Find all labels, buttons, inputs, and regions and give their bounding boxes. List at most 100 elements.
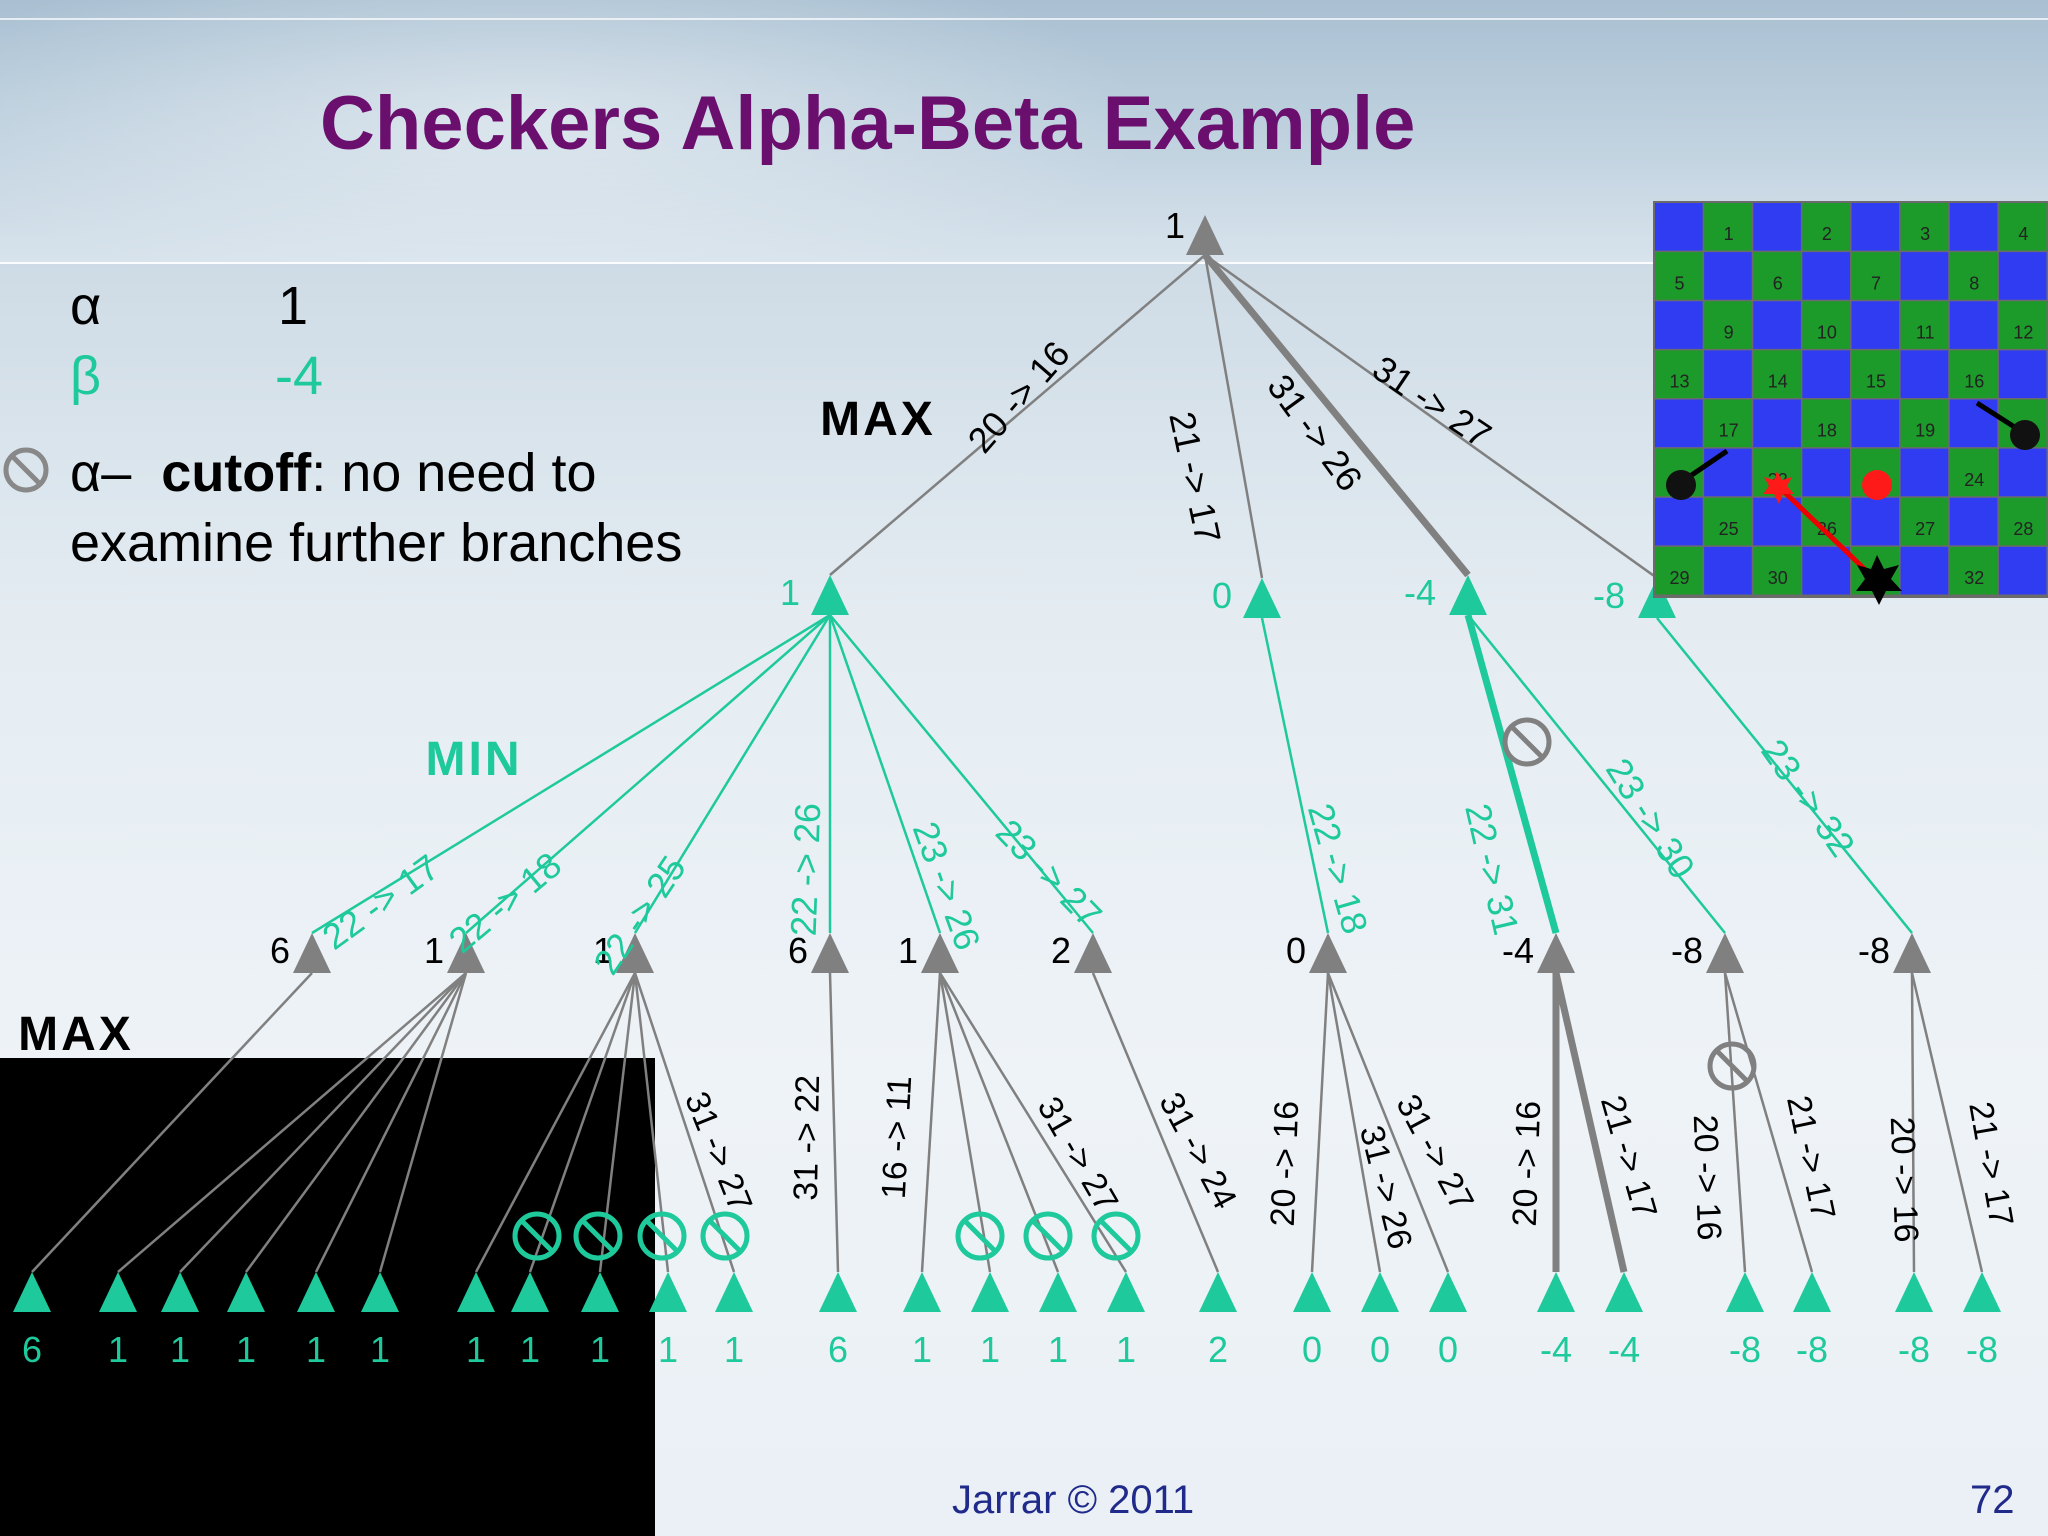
board-square <box>1900 546 1949 595</box>
board-square <box>1753 252 1801 300</box>
min-node-0 <box>811 575 849 615</box>
board-square-label-7: 7 <box>1871 273 1881 293</box>
title-rule <box>0 262 2048 264</box>
leaf-value-21: -4 <box>1608 1329 1640 1370</box>
board-square <box>1655 301 1703 349</box>
red-star-22 <box>1763 471 1794 504</box>
min-max-edge-label-3: 22 -> 26 <box>783 802 829 936</box>
board-square <box>1851 497 1900 546</box>
min-node-value-2: -4 <box>1404 572 1436 613</box>
edge-min-max-6 <box>1260 617 1330 934</box>
slide-title: Checkers Alpha-Beta Example <box>320 81 1416 166</box>
leaf-node-10 <box>715 1272 753 1312</box>
max-node-5 <box>1074 933 1112 973</box>
leaf-value-15: 1 <box>1116 1329 1136 1370</box>
board-square <box>1753 301 1801 349</box>
leaf-value-3: 1 <box>236 1329 256 1370</box>
leaf-value-0: 6 <box>22 1329 42 1370</box>
min-node-value-0: 1 <box>780 572 800 613</box>
root-edge-label-3: 31 -> 27 <box>1365 347 1498 455</box>
leaf-node-20 <box>1537 1272 1575 1312</box>
cutoff-icon-leaf-4 <box>955 1211 1005 1261</box>
board-square <box>1753 546 1801 595</box>
leaf-node-14 <box>1039 1272 1077 1312</box>
board-square-label-32: 32 <box>1964 568 1984 588</box>
board-square <box>1802 350 1850 398</box>
edge-max-leaf-8 <box>598 972 637 1273</box>
leaf-value-22: -8 <box>1729 1329 1761 1370</box>
board-square <box>1998 350 2047 398</box>
level-label-max-bottom: MAX <box>18 1008 134 1061</box>
max-node-value-1: 1 <box>424 930 444 971</box>
board-square-label-19: 19 <box>1915 421 1935 441</box>
cutoff-term: cutoff <box>161 443 312 503</box>
leaf-value-4: 1 <box>306 1329 326 1370</box>
bottom-edge-label-13: 21 -> 17 <box>1961 1099 2020 1229</box>
leaf-value-17: 0 <box>1302 1329 1322 1370</box>
board-square <box>1949 497 1998 546</box>
edge-root-min-3 <box>1204 253 1658 580</box>
leaf-node-5 <box>361 1272 399 1312</box>
cutoff-icon-leaf-3-slash <box>707 1218 743 1254</box>
red-piece-23 <box>1862 470 1892 500</box>
cutoff-icon-min3-slash <box>1509 724 1545 760</box>
board-square <box>1753 497 1801 546</box>
leaf-value-16: 2 <box>1208 1329 1228 1370</box>
alpha-symbol: α <box>70 276 102 336</box>
max-node-value-2: 1 <box>593 930 613 971</box>
legend-cutoff-icon-slash <box>10 454 42 486</box>
edge-min-max-2 <box>633 614 832 934</box>
board-square-label-1: 1 <box>1724 224 1734 244</box>
board-square <box>1851 252 1900 300</box>
leaf-node-7 <box>511 1272 549 1312</box>
top-rule <box>0 18 2048 20</box>
edge-max-leaf-10 <box>633 972 736 1273</box>
max-node-4 <box>921 933 959 973</box>
board-square <box>1704 301 1752 349</box>
edge-max-leaf-4 <box>314 972 468 1273</box>
page-number: 72 <box>1970 1478 2015 1522</box>
leaf-value-5: 1 <box>370 1329 390 1370</box>
board-square <box>1998 252 2047 300</box>
edge-min-max-9 <box>1656 617 1913 934</box>
board-square-label-8: 8 <box>1969 273 1979 293</box>
min-node-2 <box>1449 575 1487 615</box>
edge-max-leaf-15 <box>938 972 1128 1273</box>
black-piece-20 <box>2010 420 2040 450</box>
leaf-value-12: 1 <box>912 1329 932 1370</box>
leaf-node-25 <box>1963 1272 2001 1312</box>
min-max-edge-label-9: 23 -> 32 <box>1753 732 1863 865</box>
leaf-node-2 <box>161 1272 199 1312</box>
level-label-max-top: MAX <box>820 393 936 446</box>
edge-min-max-7 <box>1464 614 1560 934</box>
bottom-edge-label-2: 16 -> 11 <box>875 1075 919 1200</box>
cutoff-icon-leaf-0-slash <box>519 1218 555 1254</box>
edge-root-min-2 <box>1202 252 1471 578</box>
leaf-value-2: 1 <box>170 1329 190 1370</box>
leaf-node-17 <box>1293 1272 1331 1312</box>
bottom-edge-label-10: 20 -> 16 <box>1686 1114 1728 1241</box>
root-edge-label-0: 20 -> 16 <box>959 333 1077 460</box>
leaf-node-24 <box>1895 1272 1933 1312</box>
board-square-label-26: 26 <box>1817 519 1837 539</box>
leaf-node-16 <box>1199 1272 1237 1312</box>
min-max-edge-label-7: 22 -> 31 <box>1457 800 1527 939</box>
board-square <box>1802 448 1850 497</box>
cutoff-icon-leaf-5-slash <box>1030 1218 1066 1254</box>
edge-max-leaf-16 <box>1091 972 1220 1273</box>
board-square <box>1655 350 1703 398</box>
leaf-node-9 <box>649 1272 687 1312</box>
leaf-node-11 <box>819 1272 857 1312</box>
cutoff-icon-max8 <box>1707 1041 1757 1091</box>
edge-root-min-0 <box>829 254 1206 576</box>
board-square-label-12: 12 <box>2013 322 2033 342</box>
board-square-label-5: 5 <box>1675 273 1685 293</box>
edge-max-leaf-14 <box>938 972 1060 1273</box>
max-node-value-6: 0 <box>1286 930 1306 971</box>
leaf-value-19: 0 <box>1438 1329 1458 1370</box>
board-square-label-15: 15 <box>1866 372 1886 392</box>
board-square-label-11: 11 <box>1916 322 1935 342</box>
board-square <box>1900 301 1949 349</box>
alpha-value: 1 <box>278 276 309 336</box>
board-square <box>1655 497 1703 546</box>
